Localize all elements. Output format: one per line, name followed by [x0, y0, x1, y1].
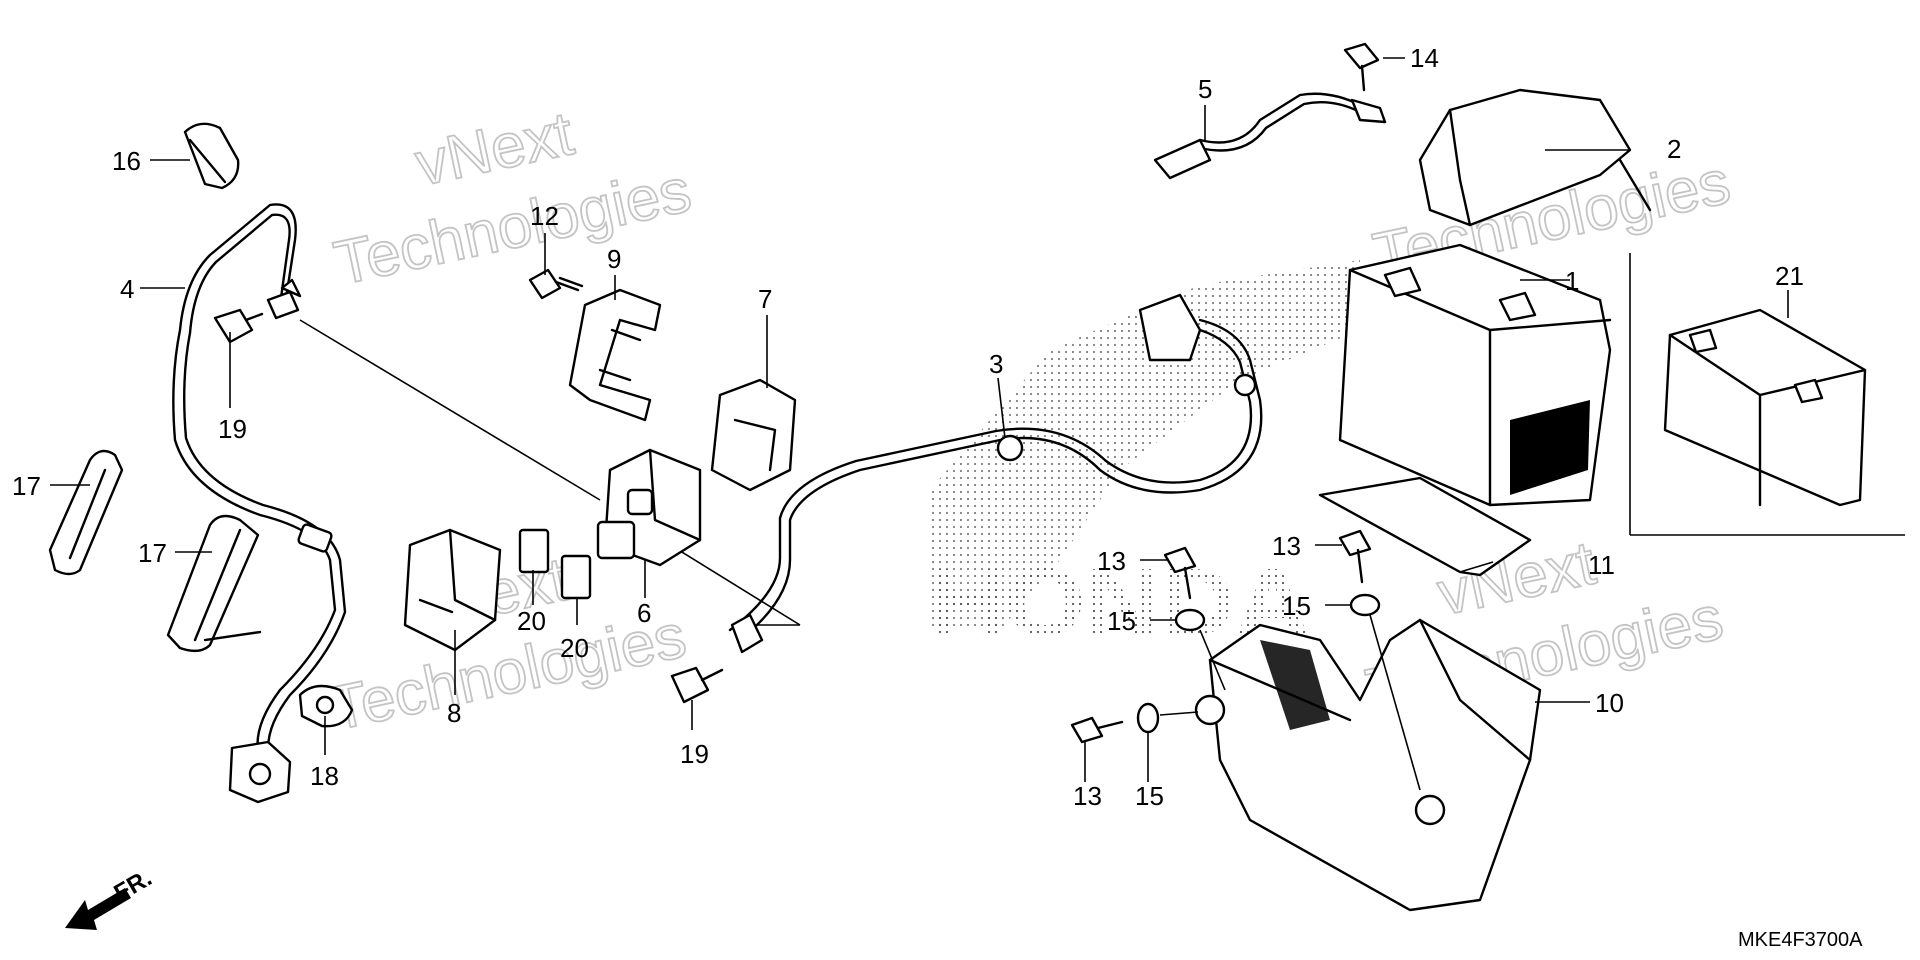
- callout-1: 1: [1565, 266, 1579, 296]
- part-18-clip: [298, 684, 354, 728]
- part-13-bolt-b: [1338, 529, 1372, 584]
- part-5-ground-cable: [1153, 92, 1387, 180]
- part-11-battery-pad: [1318, 476, 1532, 577]
- callout-6: 6: [637, 598, 651, 628]
- callout-8: 8: [447, 698, 461, 728]
- callout-15-b: 15: [1282, 591, 1311, 621]
- part-10-battery-box: [1194, 618, 1542, 912]
- part-8-fuse-cover: [403, 528, 502, 652]
- callout-15-a: 15: [1107, 606, 1136, 636]
- part-12-bolt: [528, 268, 584, 300]
- callout-9: 9: [607, 244, 621, 274]
- callout-3: 3: [989, 349, 1003, 379]
- callout-leaders: [50, 57, 1789, 782]
- leader-line-4-6: [299, 319, 601, 501]
- callout-7: 7: [758, 284, 772, 314]
- part-4-wire-harness: [172, 203, 347, 804]
- diagram-part-code: MKE4F3700A: [1738, 929, 1863, 951]
- callout-16: 16: [112, 146, 141, 176]
- callout-10: 10: [1595, 688, 1624, 718]
- part-7-relay-cover: [710, 378, 797, 492]
- callout-13-a: 13: [1097, 546, 1126, 576]
- callout-labels: 16 4 19 17 17 18 8 12 9 7 6 20 20 19 3 5…: [12, 43, 1804, 811]
- callout-17-lower: 17: [138, 538, 167, 568]
- part-3-battery-cable: [728, 293, 1263, 654]
- part-6-starter-relay: [596, 448, 702, 567]
- callout-20-upper: 20: [517, 606, 546, 636]
- part-21-battery-alternative: [1663, 308, 1867, 507]
- callout-14: 14: [1410, 43, 1439, 73]
- watermark-top-left: vNext Technologies: [328, 98, 698, 299]
- callout-4: 4: [120, 274, 134, 304]
- part-15-washer-a: [1174, 608, 1206, 632]
- callout-21: 21: [1775, 261, 1804, 291]
- callout-13-b: 13: [1272, 531, 1301, 561]
- front-direction-arrow: FR.: [65, 864, 156, 930]
- part-19-bolt-upper: [213, 308, 264, 344]
- callout-19-upper: 19: [218, 414, 247, 444]
- inset-frame: [1629, 253, 1905, 536]
- callout-13-c: 13: [1073, 781, 1102, 811]
- part-20-fuse-upper: [518, 528, 550, 574]
- callout-5: 5: [1198, 74, 1212, 104]
- callout-2: 2: [1667, 134, 1681, 164]
- part-15-washer-b: [1349, 593, 1381, 617]
- part-13-bolt-a: [1163, 546, 1197, 600]
- leader-line-15-box-c: [1159, 711, 1199, 716]
- callout-18: 18: [310, 761, 339, 791]
- part-9-bracket: [568, 288, 662, 422]
- part-1-battery: [1338, 243, 1612, 507]
- leader-line-15-box: [1199, 629, 1226, 691]
- part-15-washer-c: [1136, 702, 1160, 734]
- callout-12: 12: [530, 201, 559, 231]
- part-14-bolt: [1343, 42, 1380, 92]
- callout-17-upper: 17: [12, 471, 41, 501]
- part-16-band-clamp: [183, 122, 240, 190]
- part-17-cover-upper: [48, 449, 124, 576]
- part-17-cover-lower: [166, 514, 262, 653]
- leader-line-15-box-b: [1369, 614, 1421, 791]
- callout-11: 11: [1588, 550, 1615, 580]
- callout-20-lower: 20: [560, 633, 589, 663]
- part-20-fuse-lower: [560, 554, 592, 600]
- callout-15-c: 15: [1135, 781, 1164, 811]
- callout-19-lower: 19: [680, 739, 709, 769]
- part-19-bolt-lower: [670, 666, 724, 704]
- part-13-bolt-c: [1070, 716, 1124, 744]
